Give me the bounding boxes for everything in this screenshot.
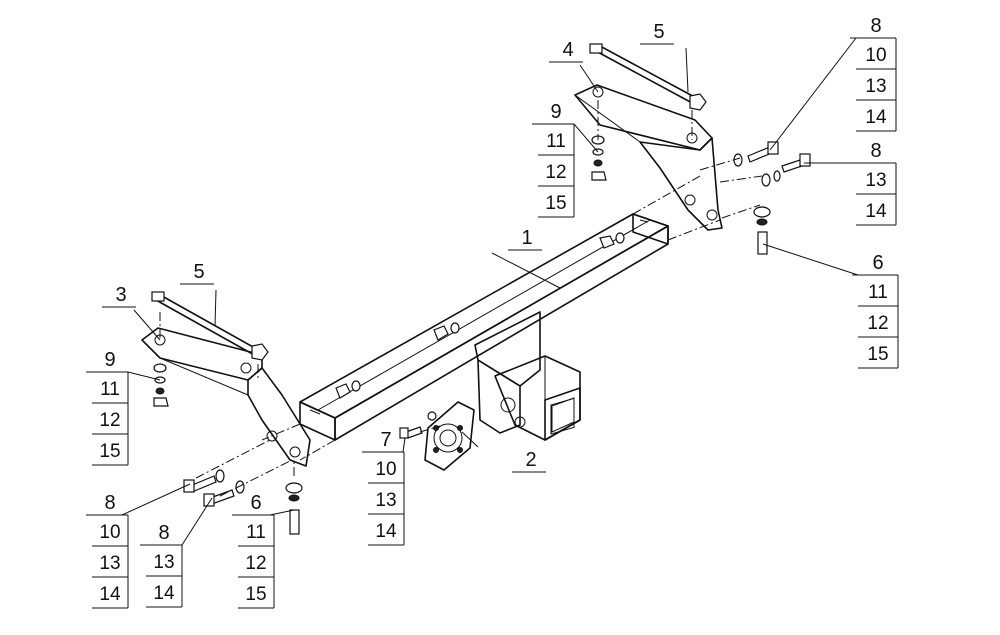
table-cell: 12	[545, 162, 566, 183]
left-bracket-part-3	[141, 327, 311, 467]
callout-number: 6	[872, 252, 883, 274]
leader-lines	[121, 37, 859, 546]
callout-c2: 2	[512, 449, 546, 473]
callout-c9r: 9 11 12 15	[532, 101, 575, 218]
table-cell: 15	[245, 584, 266, 605]
table-cell: 13	[865, 170, 886, 191]
table-cell: 13	[99, 553, 120, 574]
callout-c8r1: 8 10 13 14	[850, 15, 897, 132]
table-cell: 11	[868, 282, 888, 303]
callout-number: 6	[250, 492, 261, 514]
hardware-left-stack	[153, 363, 169, 407]
callout-number: 7	[380, 429, 391, 451]
callout-labels: 1234559111215810131481314611121591112157…	[86, 15, 899, 609]
callout-c5b: 5	[640, 21, 674, 45]
callout-c8l1: 8 10 13 14	[86, 492, 129, 609]
table-cell: 13	[375, 490, 396, 511]
table-cell: 14	[153, 583, 175, 604]
callout-c6r: 6 11 12 15	[852, 252, 899, 369]
table-cell: 11	[246, 522, 266, 543]
socket-plate-part-2	[424, 401, 475, 471]
callout-c8l2: 8 13 14	[140, 522, 183, 608]
table-cell: 15	[545, 193, 566, 214]
table-cell: 10	[99, 522, 120, 543]
bolt-7	[399, 426, 423, 439]
right-bracket-part-4	[574, 84, 723, 231]
table-cell: 12	[867, 313, 888, 334]
crossbar-part-1	[299, 213, 669, 441]
table-cell: 12	[245, 553, 266, 574]
strap-part-5-right	[589, 43, 707, 111]
callout-c4: 4	[549, 39, 583, 63]
table-cell: 15	[99, 441, 120, 462]
callout-number: 4	[562, 39, 573, 61]
strap-part-5-left	[151, 291, 269, 361]
callout-number: 9	[550, 101, 561, 123]
hardware-right-top-stack	[591, 135, 607, 181]
bolts-right-side	[733, 141, 811, 255]
table-cell: 13	[865, 76, 886, 97]
hitch-receiver	[474, 311, 581, 441]
callout-c9l: 9 11 12 15	[86, 349, 129, 466]
nuts-crossbar	[335, 232, 625, 399]
table-cell: 14	[865, 201, 887, 222]
callout-c6l: 6 11 12 15	[232, 492, 275, 609]
callout-number: 8	[870, 140, 881, 162]
callout-number: 9	[104, 349, 115, 371]
callout-c1: 1	[508, 227, 542, 251]
callout-c8r2: 8 13 14	[850, 140, 897, 226]
callout-number: 3	[115, 284, 126, 306]
table-cell: 10	[375, 459, 396, 480]
callout-number: 5	[193, 261, 204, 283]
table-cell: 14	[865, 107, 887, 128]
callout-c3: 3	[102, 284, 136, 308]
table-cell: 11	[100, 379, 120, 400]
table-cell: 12	[99, 410, 120, 431]
table-cell: 14	[99, 584, 121, 605]
callout-number: 8	[104, 492, 115, 514]
table-cell: 13	[153, 552, 174, 573]
callout-number: 5	[653, 21, 664, 43]
bolts-left-side	[183, 469, 303, 535]
callout-number: 8	[158, 522, 169, 544]
table-cell: 14	[375, 521, 397, 542]
callout-number: 2	[525, 449, 536, 471]
table-cell: 10	[865, 45, 886, 66]
table-cell: 11	[546, 131, 566, 152]
alignment-lines	[159, 100, 763, 497]
callout-number: 1	[521, 227, 532, 249]
callout-c7: 7 10 13 14	[362, 429, 405, 546]
callout-c5a: 5	[180, 261, 214, 285]
callout-number: 8	[870, 15, 881, 37]
table-cell: 15	[867, 344, 888, 365]
